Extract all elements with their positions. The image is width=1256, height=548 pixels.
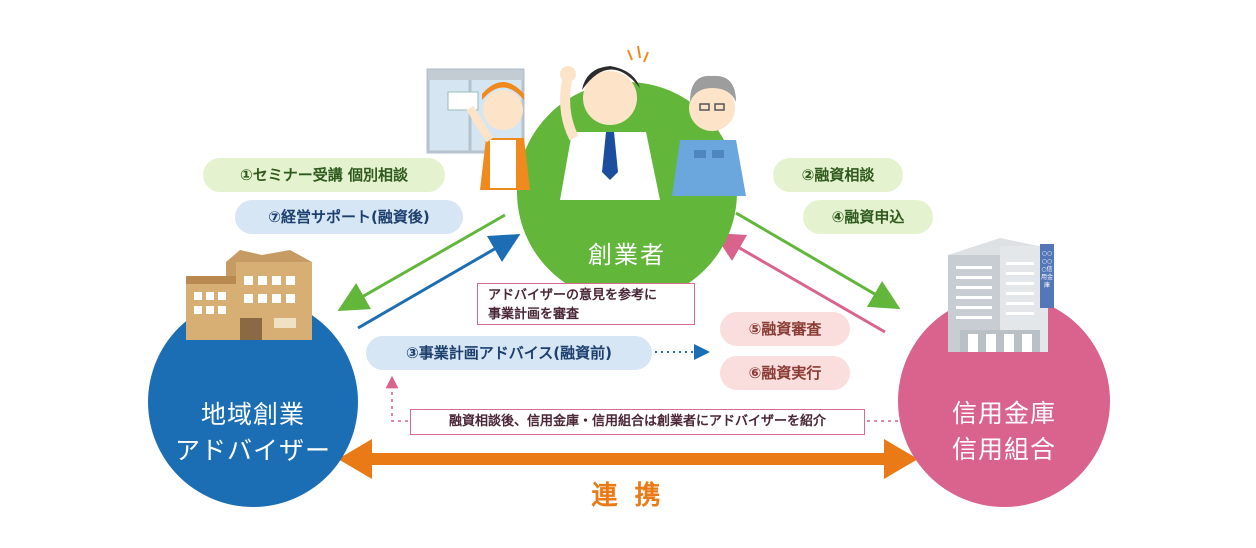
label-loan-review: ⑤融資審査 — [720, 312, 850, 346]
label-loan-exec: ⑥融資実行 — [720, 356, 850, 390]
arrow-bank-to-founder — [713, 232, 886, 334]
office-building-icon — [186, 250, 312, 340]
cooperation-label: 連 携 — [591, 481, 665, 511]
arrow-intro-dotted — [385, 375, 912, 422]
label-seminar: ①セミナー受講 個別相談 — [203, 158, 445, 192]
young-man-figure — [560, 45, 660, 200]
label-loan-consult: ②融資相談 — [773, 158, 903, 192]
label-plan-advice: ③事業計画アドバイス(融資前) — [366, 336, 652, 370]
cooperation-arrow — [338, 439, 918, 479]
bank-building-icon — [948, 238, 1054, 352]
arrow-founder-to-bank — [735, 211, 901, 310]
founder-label: 創業者 — [588, 240, 666, 269]
arrow-advisor-to-founder — [357, 233, 521, 330]
arrow-founder-to-advisor — [337, 213, 506, 311]
woman-worker-figure — [447, 82, 530, 190]
bank-sign: ○○○○○信用金庫 — [1041, 250, 1054, 289]
bank-label-line2: 信用組合 — [951, 435, 1056, 464]
label-support: ⑦経営サポート(融資後) — [235, 200, 463, 234]
advisor-label-line1: 地域創業 — [200, 400, 305, 429]
older-man-figure — [672, 75, 746, 196]
intro-note: 融資相談後、信用金庫・信用組合は創業者にアドバイザーを紹介 — [410, 409, 865, 435]
label-loan-apply: ④融資申込 — [803, 200, 933, 234]
advisor-label-line2: アドバイザー — [174, 436, 331, 465]
review-note: アドバイザーの意見を参考に 事業計画を審査 — [477, 283, 695, 325]
bank-label-line1: 信用金庫 — [951, 399, 1056, 428]
